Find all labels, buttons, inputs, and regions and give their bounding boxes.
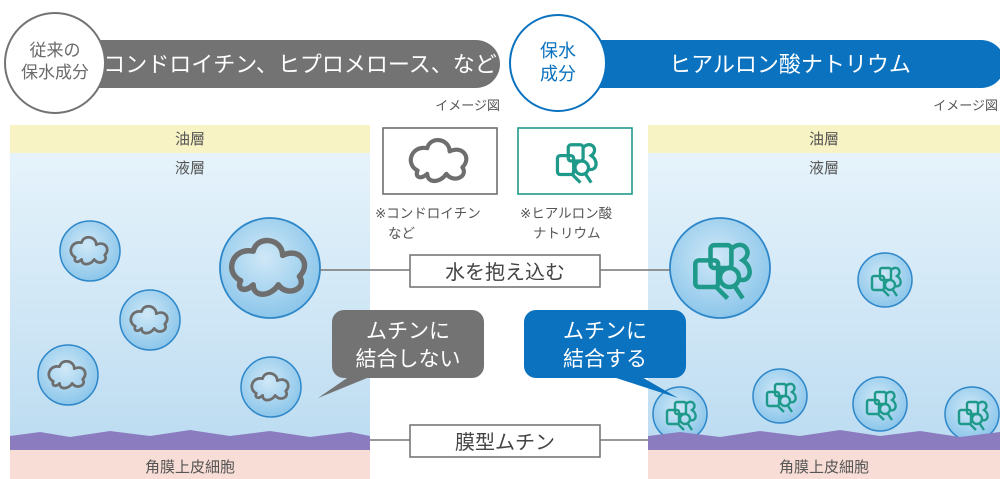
right-badge-line1: 保水 [540,41,576,62]
left-callout-line1: ムチンに [366,319,450,343]
left-cornea-label: 角膜上皮細胞 [145,458,235,476]
chondroitin-bubble [119,289,181,351]
left-badge-line2: 保水成分 [21,63,89,83]
left-callout: ムチンに 結合しない [318,310,484,398]
left-badge-line1: 従来の [30,41,81,61]
right-panel: 油層 液層 角膜上皮細胞 [524,125,1000,479]
hyaluronate-bubble-bound [944,386,1000,442]
left-header-bar [68,40,500,88]
hold-water-text: 水を抱え込む [445,260,565,284]
hyaluronate-bubble-bound [852,376,908,432]
left-liquid-label: 液層 [175,159,205,177]
right-callout: ムチンに 結合する [524,310,686,398]
legend-hyaluronate-line2: ナトリウム [533,226,601,242]
left-panel: 油層 液層 角膜上皮細胞 ムチンに [10,125,484,479]
right-oil-label: 油層 [809,130,839,148]
legend-chondroitin-line2: など [388,226,415,242]
legend-hyaluronate-line1: ※ヒアルロン酸 [520,206,613,222]
right-cornea-layer [648,450,1000,479]
hyaluronate-bubble-bound [752,368,808,424]
legend-chondroitin: ※コンドロイチン など [375,127,498,242]
right-callout-line1: ムチンに [563,319,647,343]
chondroitin-bubble-large [219,217,321,319]
chondroitin-bubble [59,220,121,282]
left-oil-label: 油層 [175,130,205,148]
right-oil-layer [648,125,1000,153]
left-image-caption: イメージ図 [435,99,500,114]
left-callout-line2: 結合しない [356,347,461,371]
right-image-caption: イメージ図 [933,99,998,114]
right-header-bar [565,40,1000,88]
right-mucin-layer [648,430,1000,450]
right-header-badge [509,14,607,112]
hold-water-label: 水を抱え込む [320,254,670,288]
right-cornea-label: 角膜上皮細胞 [779,458,869,476]
membrane-mucin-label: 膜型ムチン [370,424,648,458]
right-header-title: ヒアルロン酸ナトリウム [669,53,911,78]
chondroitin-bubble [37,344,99,406]
left-mucin-layer [10,430,370,450]
right-liquid-label: 液層 [809,159,839,177]
left-cornea-layer [10,450,370,479]
right-header: 保水 成分 ヒアルロン酸ナトリウム イメージ図 [509,14,1000,114]
right-badge-line2: 成分 [540,64,576,85]
hyaluronate-bubble-large [669,217,771,319]
hyaluronate-bubble [857,252,913,308]
legend-chondroitin-line1: ※コンドロイチン [375,206,481,222]
left-oil-layer [10,125,370,153]
right-callout-line2: 結合する [563,347,647,371]
legend-hyaluronate: ※ヒアルロン酸 ナトリウム [517,127,633,242]
membrane-mucin-text: 膜型ムチン [455,430,555,454]
left-header-badge [4,12,106,114]
left-header-title: コンドロイチン、ヒプロメロース、など [103,53,497,78]
legend: ※コンドロイチン など ※ヒアルロン酸 ナトリウム [375,127,633,242]
chondroitin-bubble [240,356,302,418]
left-header: 従来の 保水成分 コンドロイチン、ヒプロメロース、など イメージ図 [4,12,500,114]
